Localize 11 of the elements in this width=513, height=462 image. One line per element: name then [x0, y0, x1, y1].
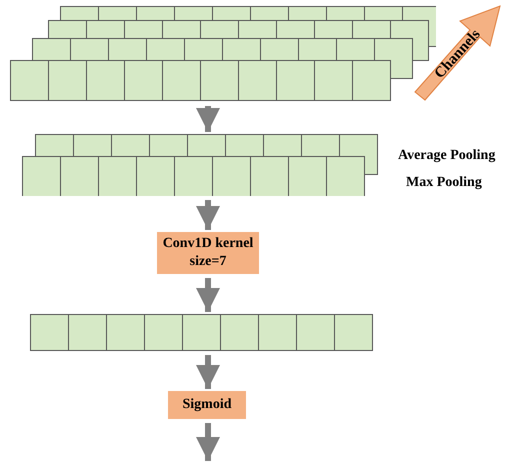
arrow: [196, 200, 220, 230]
arrow: [196, 355, 220, 389]
pooling-label: Average Pooling: [398, 148, 496, 164]
feature-map-drawing: [30, 314, 373, 351]
arrow: [196, 423, 220, 461]
process-box: Sigmoid: [168, 391, 246, 419]
arrow: [196, 106, 220, 132]
process-box: Conv1D kernel size=7: [157, 232, 259, 274]
arrow: [196, 278, 220, 312]
feature-map-drawing: [10, 6, 436, 102]
pooling-label: Max Pooling: [406, 175, 482, 191]
